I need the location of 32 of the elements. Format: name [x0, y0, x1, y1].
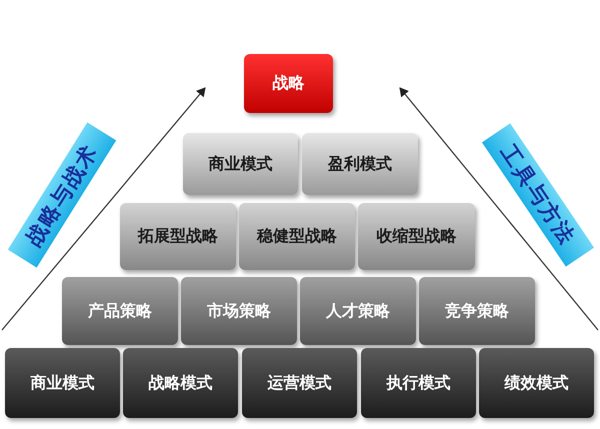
block-label: 绩效模式: [504, 372, 568, 394]
block-label: 产品策略: [88, 300, 152, 322]
pyramid-block: [181, 277, 297, 345]
pyramid-block: [123, 348, 238, 418]
block-label: 市场策略: [207, 300, 271, 322]
block-label: 战略模式: [148, 372, 212, 394]
pyramid-block: [5, 348, 120, 418]
pyramid-block: [62, 277, 178, 345]
pyramid-block: [244, 54, 333, 113]
pyramid-block: [120, 203, 236, 270]
block-label: 竞争策略: [445, 300, 509, 322]
pyramid-block: [300, 277, 416, 345]
pyramid-block: [242, 348, 357, 418]
block-label: 稳健型战略: [257, 226, 337, 247]
pyramid-block: [183, 133, 298, 195]
block-label: 拓展型战略: [138, 226, 218, 247]
pyramid-block: [479, 348, 594, 418]
block-label: 收缩型战略: [376, 226, 456, 247]
block-label: 盈利模式: [328, 154, 392, 174]
block-label: 战略: [272, 73, 304, 94]
pyramid-block: [239, 203, 355, 270]
banner-title: 战略与战术: [20, 138, 104, 252]
pyramid-block: [361, 348, 476, 418]
pyramid-block: [358, 203, 475, 270]
block-label: 商业模式: [208, 154, 272, 174]
pyramid-block: [302, 133, 418, 195]
block-label: 执行模式: [386, 372, 450, 394]
banner-title: 工具与方法: [494, 140, 582, 250]
block-label: 运营模式: [268, 372, 332, 394]
pyramid-block: [419, 277, 535, 345]
block-label: 人才策略: [326, 300, 390, 322]
block-label: 商业模式: [30, 372, 94, 394]
